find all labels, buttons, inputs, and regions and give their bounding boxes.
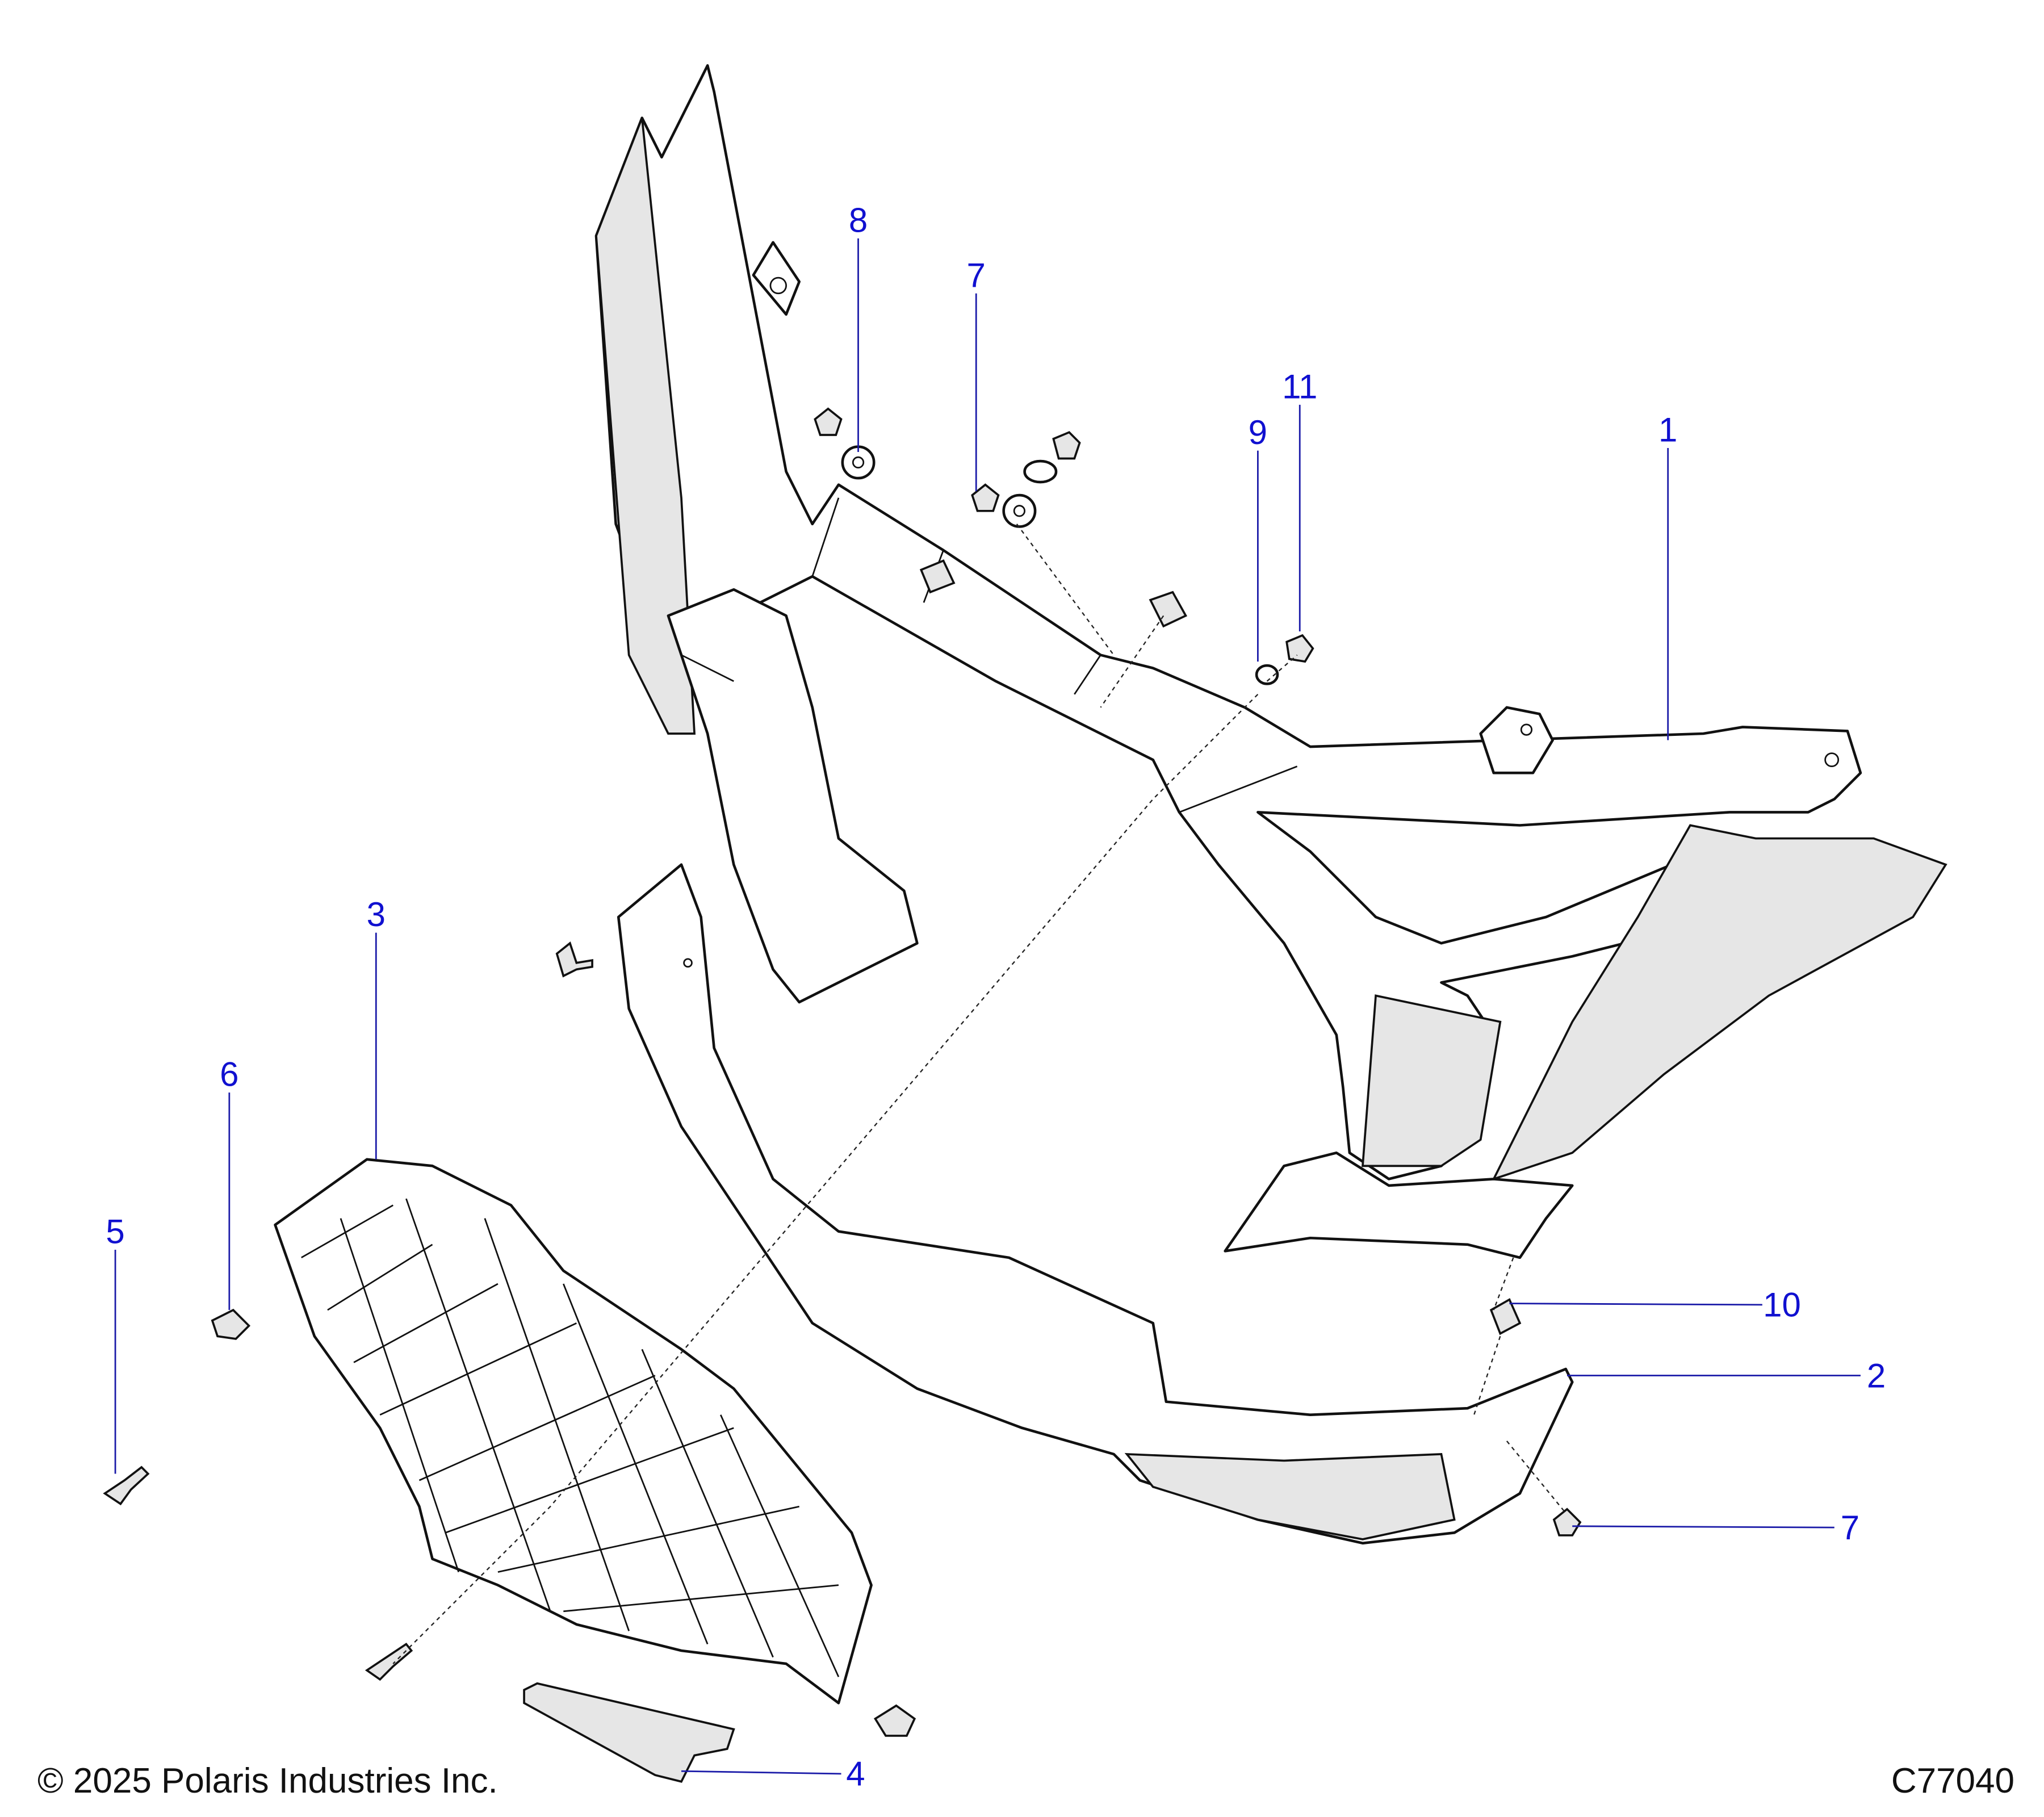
clip xyxy=(874,1704,916,1737)
callout-3: 3 xyxy=(367,895,386,933)
front-frame-part-1 xyxy=(594,64,1947,1259)
bolt-5 xyxy=(103,1466,150,1506)
screw-8 xyxy=(814,407,843,436)
washer xyxy=(1023,459,1058,484)
bolt xyxy=(365,1642,413,1681)
callout-4: 4 xyxy=(846,1755,865,1793)
clip-nut xyxy=(919,559,956,594)
callout-6: 6 xyxy=(220,1056,238,1094)
washer-7 xyxy=(1002,493,1037,528)
copyright-text: © 2025 Polaris Industries Inc. xyxy=(37,1761,498,1801)
lower-bumper-part-2 xyxy=(617,863,1574,1545)
callout-9: 9 xyxy=(1249,413,1267,451)
push-rivet xyxy=(555,941,593,978)
grille-part-3 xyxy=(274,1158,873,1705)
screw-7-lower xyxy=(1552,1508,1582,1537)
nut xyxy=(1052,431,1081,460)
nut-11 xyxy=(1285,634,1314,663)
clip-nut xyxy=(1149,591,1188,628)
washer-9 xyxy=(1255,664,1279,685)
callout-2: 2 xyxy=(1867,1357,1886,1395)
callout-5: 5 xyxy=(106,1212,124,1250)
callout-8: 8 xyxy=(849,201,868,239)
callout-leaders xyxy=(114,238,1861,1775)
emblem-part-4 xyxy=(523,1682,735,1783)
callout-10: 10 xyxy=(1763,1286,1801,1324)
figure-id: C77040 xyxy=(1891,1761,2014,1801)
fasteners xyxy=(103,407,1582,1737)
callout-7: 7 xyxy=(967,256,986,294)
callout-7-lower: 7 xyxy=(1841,1509,1859,1547)
callout-1: 1 xyxy=(1658,411,1677,449)
assembly-lines xyxy=(392,524,1566,1664)
clip-6 xyxy=(211,1308,251,1340)
callout-11: 11 xyxy=(1282,367,1317,405)
screw-7 xyxy=(971,483,1000,512)
clip-nut-10 xyxy=(1489,1298,1522,1335)
